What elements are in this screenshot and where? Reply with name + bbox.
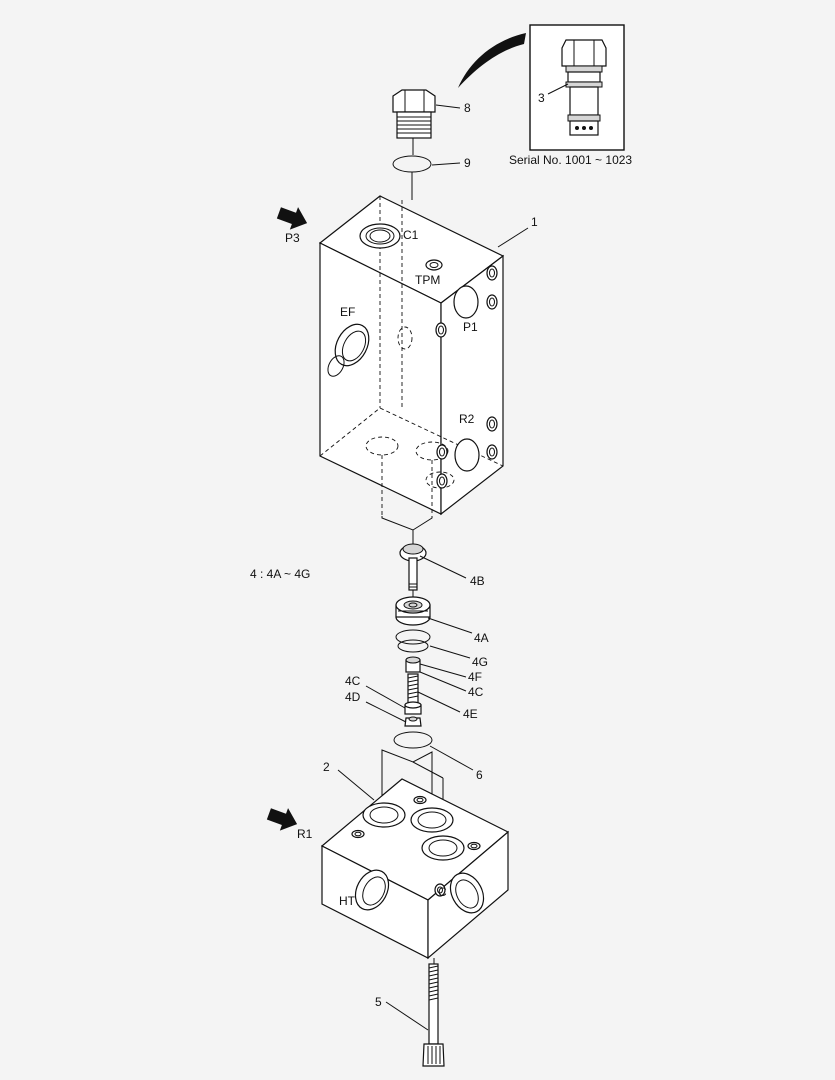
- poppet-4b: [399, 543, 427, 591]
- label-part-3: 3: [538, 91, 545, 105]
- spring-4e: [407, 673, 419, 705]
- valve-body-1: [318, 195, 505, 516]
- label-port-c: C: [438, 885, 447, 899]
- plug-8: [392, 89, 436, 139]
- label-part-5: 5: [375, 995, 382, 1009]
- label-serial-range: Serial No. 1001 ~ 1023: [509, 153, 632, 167]
- bolt-5: [422, 963, 445, 1067]
- label-part-8: 8: [464, 101, 471, 115]
- o-ring-9: [392, 155, 432, 173]
- label-port-tpm: TPM: [415, 273, 440, 287]
- port-c-hole: [449, 872, 485, 914]
- port-p1-hole: [453, 285, 479, 319]
- p3-arrow-icon: [276, 207, 308, 230]
- label-part-9: 9: [464, 156, 471, 170]
- label-part-4g: 4G: [472, 655, 488, 669]
- label-part-4f: 4F: [468, 670, 482, 684]
- label-part-4e: 4E: [463, 707, 478, 721]
- port-tpm-hole: [425, 259, 443, 271]
- port-r2-hole: [454, 438, 480, 472]
- label-group-4: 4 : 4A ~ 4G: [250, 567, 310, 581]
- label-part-2: 2: [323, 760, 330, 774]
- label-port-c1: C1: [403, 228, 419, 242]
- port-ef-hole: [334, 323, 370, 367]
- label-part-4c-right: 4C: [468, 685, 484, 699]
- label-part-4b: 4B: [470, 574, 485, 588]
- valve-body-2: [320, 778, 510, 960]
- label-port-r1: R1: [297, 827, 313, 841]
- label-part-6: 6: [476, 768, 483, 782]
- inset-cartridge-3: 3 Serial No. 1001 ~ 1023: [458, 24, 632, 167]
- label-port-r2: R2: [459, 412, 475, 426]
- cartridge-icon: [561, 39, 607, 136]
- inset-pointer-arrow: [458, 33, 526, 88]
- label-port-ht: HT: [339, 894, 356, 908]
- r1-arrow-icon: [266, 808, 298, 831]
- o-ring-4g-b: [397, 639, 429, 653]
- label-part-1: 1: [531, 215, 538, 229]
- ring-4c-left: [404, 701, 422, 715]
- label-part-4d: 4D: [345, 690, 361, 704]
- label-port-ef: EF: [340, 305, 355, 319]
- label-part-4c-left: 4C: [345, 674, 361, 688]
- label-port-p3: P3: [285, 231, 300, 245]
- seat-4a: [395, 596, 431, 626]
- o-ring-4g-a: [395, 629, 431, 645]
- guide-4f: [405, 656, 421, 673]
- nut-4d: [404, 716, 422, 727]
- o-ring-6: [393, 731, 433, 749]
- label-port-p1: P1: [463, 320, 478, 334]
- label-part-4a: 4A: [474, 631, 489, 645]
